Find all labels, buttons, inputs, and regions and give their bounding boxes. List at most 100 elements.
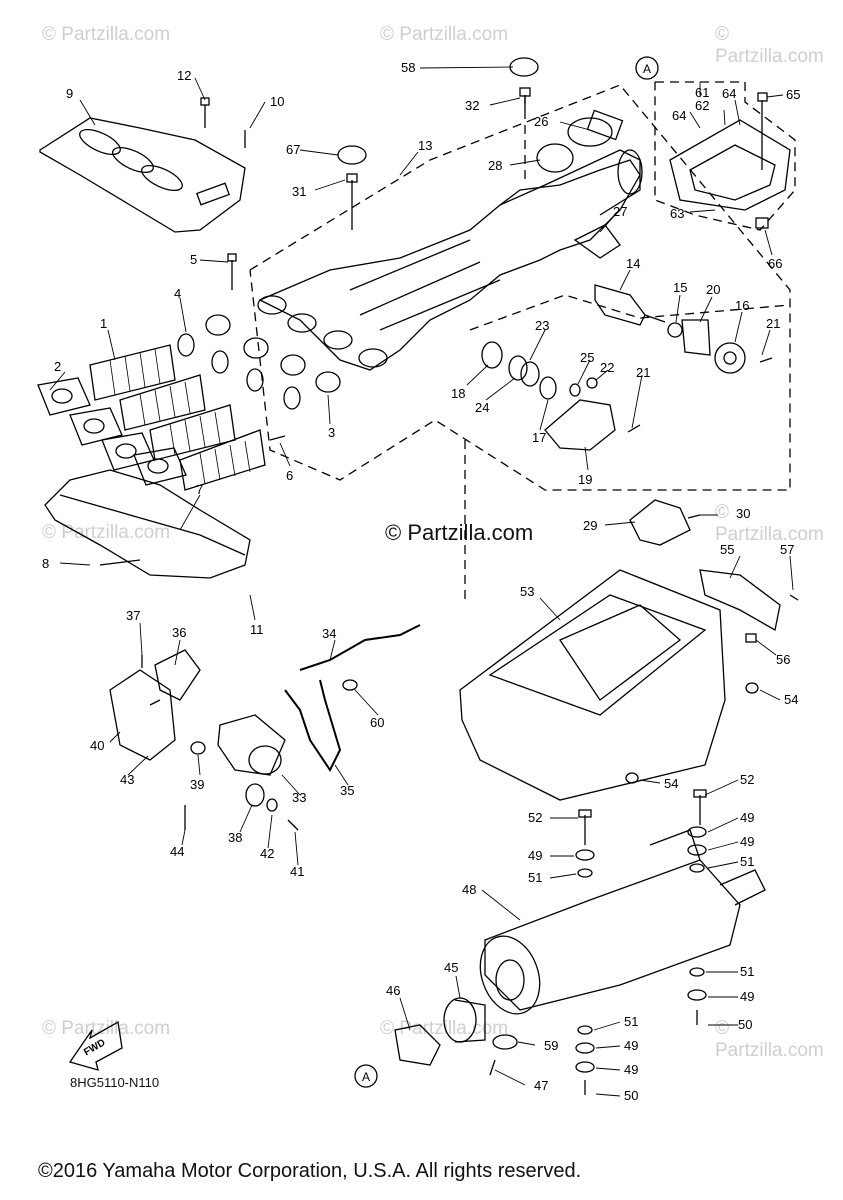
lower-heat-shield	[44, 469, 251, 579]
muffler	[479, 829, 766, 1015]
part-label: 5	[190, 252, 197, 267]
part-label: 51	[624, 1014, 638, 1029]
part-label: 38	[228, 830, 242, 845]
manifold-gaskets	[37, 377, 187, 486]
part-label: 48	[462, 882, 476, 897]
part-label: 61	[695, 85, 709, 100]
part-label: 49	[740, 989, 754, 1004]
part-label: 26	[534, 114, 548, 129]
part-label: 21	[636, 365, 650, 380]
copyright-notice: ©2016 Yamaha Motor Corporation, U.S.A. A…	[38, 1160, 582, 1182]
part-label: 39	[190, 777, 204, 792]
diagram-code: 8HG5110-N110	[70, 1075, 160, 1090]
part-label: 49	[624, 1062, 638, 1077]
part-label: 53	[520, 584, 534, 599]
part-label: 17	[532, 430, 546, 445]
part-label: 37	[126, 608, 140, 623]
part-label: 65	[786, 87, 800, 102]
part-label: 31	[292, 184, 306, 199]
part-label: 1	[100, 316, 107, 331]
part-label: 15	[673, 280, 687, 295]
part-label: 58	[401, 60, 415, 75]
watermark-mid-right: © Partzilla.com	[715, 502, 824, 545]
part-label: 19	[578, 472, 592, 487]
part-label: 35	[340, 783, 354, 798]
part-label: 32	[465, 98, 479, 113]
part-label: 63	[670, 206, 684, 221]
part-label: 20	[706, 282, 720, 297]
fwd-arrow-icon	[68, 1020, 123, 1071]
part-label: 21	[766, 316, 780, 331]
part-label: 45	[444, 960, 458, 975]
part-label: 62	[695, 98, 709, 113]
watermark-bottom-right: © Partzilla.com	[715, 1018, 824, 1061]
heat-shield-top	[39, 117, 246, 233]
part-label: 55	[720, 542, 734, 557]
watermark-top-left: © Partzilla.com	[42, 24, 171, 45]
leader-lines	[49, 66, 794, 1097]
part-label: 28	[488, 158, 502, 173]
part-label: 50	[738, 1017, 752, 1032]
part-label: 13	[418, 138, 432, 153]
part-label: 23	[535, 318, 549, 333]
part-label: 7	[196, 482, 203, 497]
part-label: 24	[475, 400, 489, 415]
part-label: 49	[740, 834, 754, 849]
part-label: 18	[451, 386, 465, 401]
part-label: 46	[386, 983, 400, 998]
part-label: 12	[177, 68, 191, 83]
part-label: 29	[583, 518, 597, 533]
part-label: 8	[42, 556, 49, 571]
part-label: 2	[54, 359, 61, 374]
part-label: 10	[270, 94, 284, 109]
part-label: 51	[740, 854, 754, 869]
watermark-mid-left: © Partzilla.com	[42, 522, 171, 543]
part-label: 6	[286, 468, 293, 483]
part-label: 49	[740, 810, 754, 825]
bellows-pipes	[89, 344, 266, 491]
callout-a-bottom	[354, 1064, 378, 1088]
part-label: 56	[776, 652, 790, 667]
part-label: 52	[740, 772, 754, 787]
part-label: 16	[735, 298, 749, 313]
part-label: 25	[580, 350, 594, 365]
watermark-top-right: © Partzilla.com	[715, 24, 824, 67]
watermark-top-center: © Partzilla.com	[380, 24, 509, 45]
part-label: 30	[736, 506, 750, 521]
part-label: 34	[322, 626, 336, 641]
part-label: 40	[90, 738, 104, 753]
callout-a-top	[635, 56, 659, 80]
part-label: 33	[292, 790, 306, 805]
part-label: 64	[672, 108, 686, 123]
part-label: 41	[290, 864, 304, 879]
fwd-label: FWD	[82, 1037, 107, 1058]
part-label: 52	[528, 810, 542, 825]
part-number-labels: 9 12 10 5 1 4 2 3 6 7 8 11 13 58 67 31 3…	[42, 60, 800, 1103]
part-label: 4	[174, 286, 181, 301]
part-label: 27	[613, 204, 627, 219]
part-label: 49	[624, 1038, 638, 1053]
part-label: 49	[528, 848, 542, 863]
exhaust-manifold	[258, 159, 641, 371]
part-label: 47	[534, 1078, 548, 1093]
part-label: 22	[600, 360, 614, 375]
part-label: 54	[664, 776, 678, 791]
part-label: 11	[250, 622, 264, 637]
part-label: 51	[528, 870, 542, 885]
callout-a-top-label: A	[643, 62, 651, 76]
part-label: 51	[740, 964, 754, 979]
part-label: 50	[624, 1088, 638, 1103]
assembly-outlines	[249, 81, 796, 600]
callout-a-bottom-label: A	[362, 1070, 370, 1084]
part-label: 3	[328, 425, 335, 440]
part-label: 66	[768, 256, 782, 271]
part-label: 14	[626, 256, 640, 271]
part-label: 64	[722, 86, 736, 101]
fasteners	[141, 57, 799, 1095]
part-label: 43	[120, 772, 134, 787]
part-label: 60	[370, 715, 384, 730]
part-label: 9	[66, 86, 73, 101]
part-label: 59	[544, 1038, 558, 1053]
